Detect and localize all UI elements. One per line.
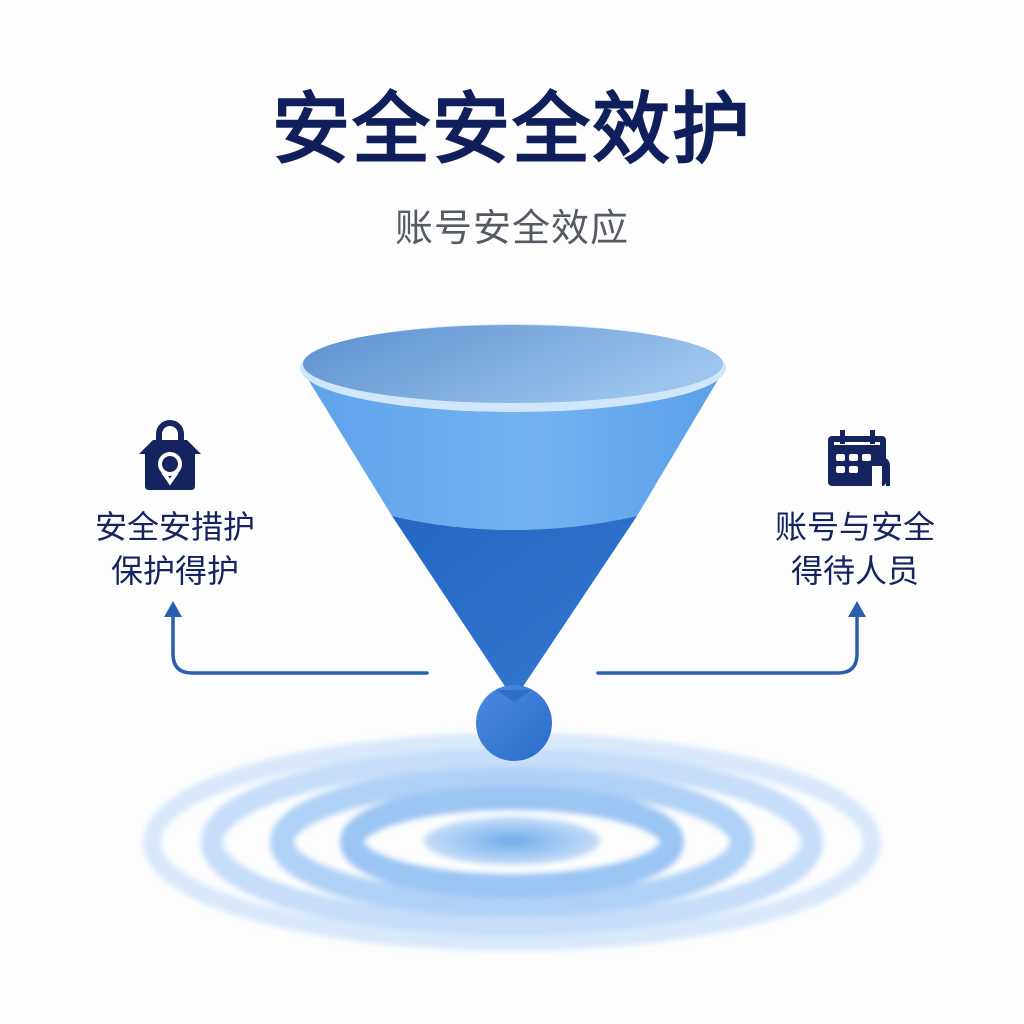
left-label-line-1: 安全安措护 [94, 508, 255, 546]
right-label-line-1: 账号与安全 [774, 508, 935, 546]
page-subtitle: 账号安全效应 [394, 206, 629, 250]
left-label: 安全安措护 保护得护 [60, 505, 290, 593]
left-arrowhead-icon [164, 601, 182, 617]
lock-house-location-icon [137, 420, 203, 490]
right-arrowhead-icon [848, 601, 866, 617]
right-label-line-2: 得待人员 [790, 552, 919, 590]
page-title: 安全安全效护 [271, 85, 752, 175]
funnel [300, 324, 726, 700]
left-label-line-2: 保护得护 [110, 552, 239, 590]
right-arrow [596, 616, 859, 675]
right-label: 账号与安全 得待人员 [735, 505, 975, 593]
left-arrow [171, 616, 429, 675]
funnel-drop [476, 685, 552, 761]
calendar-icon [826, 430, 894, 488]
ripple-rings [143, 733, 881, 951]
